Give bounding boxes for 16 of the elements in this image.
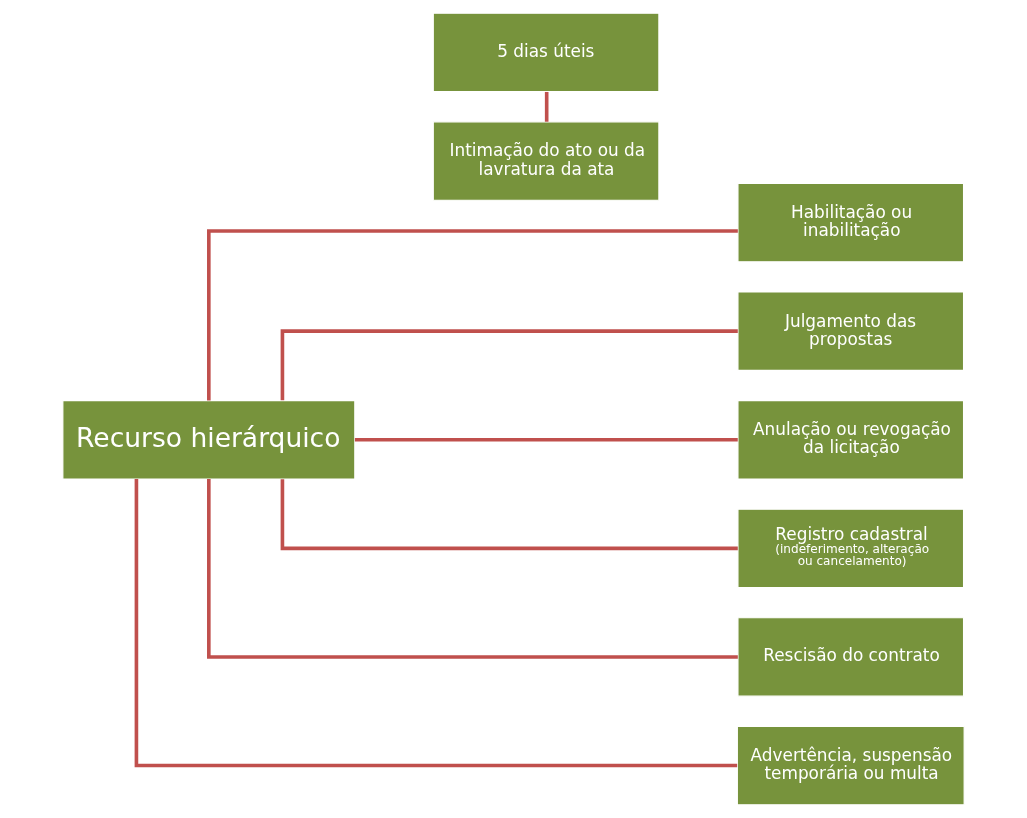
node-box: Recurso hierárquico (62, 399, 356, 480)
connector (207, 229, 738, 401)
node-box: Advertência, suspensão temporária ou multa (736, 725, 965, 806)
node-box: Anulação ou revogação da licitação (737, 399, 965, 480)
connector (354, 437, 738, 442)
node-box: 5 dias úteis (432, 12, 660, 93)
connector (134, 479, 738, 768)
connector (207, 479, 738, 659)
node-box: Julgamento das propostas (737, 291, 965, 371)
connector (280, 329, 738, 401)
connector (280, 479, 738, 551)
connector (544, 91, 549, 122)
node-box: Rescisão do contrato (737, 617, 965, 697)
node-box: Intimação do ato ou da lavratura da ata (432, 121, 660, 201)
node-box: Registro cadastral (indeferimento, alteração ou cancelamento) (737, 508, 965, 589)
node-box: Habilitação ou inabilitação (737, 182, 965, 263)
